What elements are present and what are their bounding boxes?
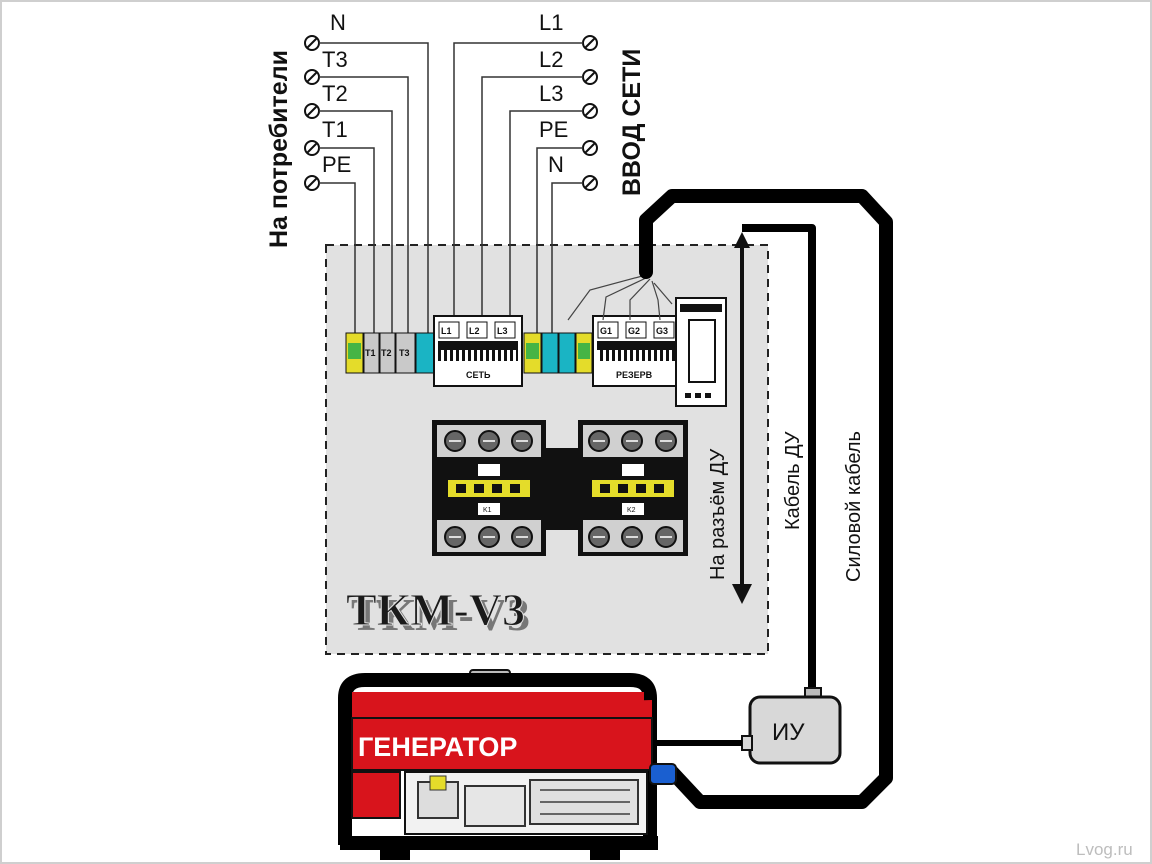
reserve-block-caption: РЕЗЕРВ (616, 370, 653, 380)
remote-cable-label: Кабель ДУ (782, 431, 804, 530)
terminal-block-row: T1 T2 T3 L1 L2 L3 СЕТЬ G (345, 297, 727, 407)
mains-phase-l2: L2 (469, 326, 480, 336)
load-terminal-label-t2: T2 (381, 348, 392, 358)
load-terminal-label-t3: T3 (399, 348, 410, 358)
load-terminal-t3 (395, 332, 416, 374)
reserve-phase-g1: G1 (600, 326, 612, 336)
terminal-wiring (319, 42, 583, 338)
reserve-wiring (567, 274, 673, 321)
mains-input-label: ВВОД СЕТИ (618, 49, 646, 196)
generator-label: ГЕНЕРАТОР (358, 732, 517, 762)
contactor-k2-label: K2 (627, 507, 636, 514)
power-cable (639, 189, 893, 809)
mechanical-interlock (546, 448, 578, 530)
terminal-label-t3-out: T3 (322, 47, 348, 72)
load-terminal-t2 (379, 332, 396, 374)
mains-terminals: L1 L2 L3 PE N (539, 10, 598, 191)
mains-phase-l1: L1 (441, 326, 452, 336)
control-unit-label: ИУ (772, 719, 805, 746)
terminal-label-pe-in: PE (539, 117, 568, 142)
device-title-shadow: ТКМ-V3 (351, 589, 530, 640)
controller-module (675, 297, 727, 407)
contactor-k1-label: K1 (483, 507, 492, 514)
terminal-label-l2-in: L2 (539, 47, 563, 72)
terminal-label-t1-out: T1 (322, 117, 348, 142)
mains-block-caption: СЕТЬ (466, 370, 491, 380)
terminal-label-l3-in: L3 (539, 81, 563, 106)
watermark: Lvog.ru (1076, 840, 1133, 859)
remote-connector-arrow (732, 232, 752, 604)
contactor-k1: K1 (432, 420, 546, 556)
load-terminal-label-t1: T1 (365, 348, 376, 358)
terminal-label-t2-out: T2 (322, 81, 348, 106)
power-cable-label: Силовой кабель (843, 431, 865, 582)
consumers-label: На потребители (265, 50, 293, 248)
consumer-terminals: N T3 T2 T1 PE (304, 10, 351, 191)
control-unit: ИУ (741, 695, 842, 765)
reserve-phase-g2: G2 (628, 326, 640, 336)
n-in-terminal (541, 332, 559, 374)
contactor-k2: K2 (578, 420, 688, 556)
remote-connector-label: На разъём ДУ (707, 448, 729, 580)
reserve-phase-g3: G3 (656, 326, 668, 336)
terminal-label-n-in: N (548, 152, 564, 177)
terminal-label-pe-out: PE (322, 152, 351, 177)
load-terminal-t1 (363, 332, 380, 374)
remote-control-cable (742, 224, 816, 692)
device-title: ТКМ-V3 (346, 584, 525, 635)
generator: ГЕНЕРАТОР (338, 669, 677, 860)
mains-phase-l3: L3 (497, 326, 508, 336)
terminal-label-n-out: N (330, 10, 346, 35)
n-gen-terminal (558, 332, 576, 374)
mains-block: L1 L2 L3 СЕТЬ (433, 315, 523, 387)
n-out-terminal (415, 332, 435, 374)
terminal-label-l1-in: L1 (539, 10, 563, 35)
reserve-block: G1 G2 G3 РЕЗЕРВ (592, 315, 682, 387)
